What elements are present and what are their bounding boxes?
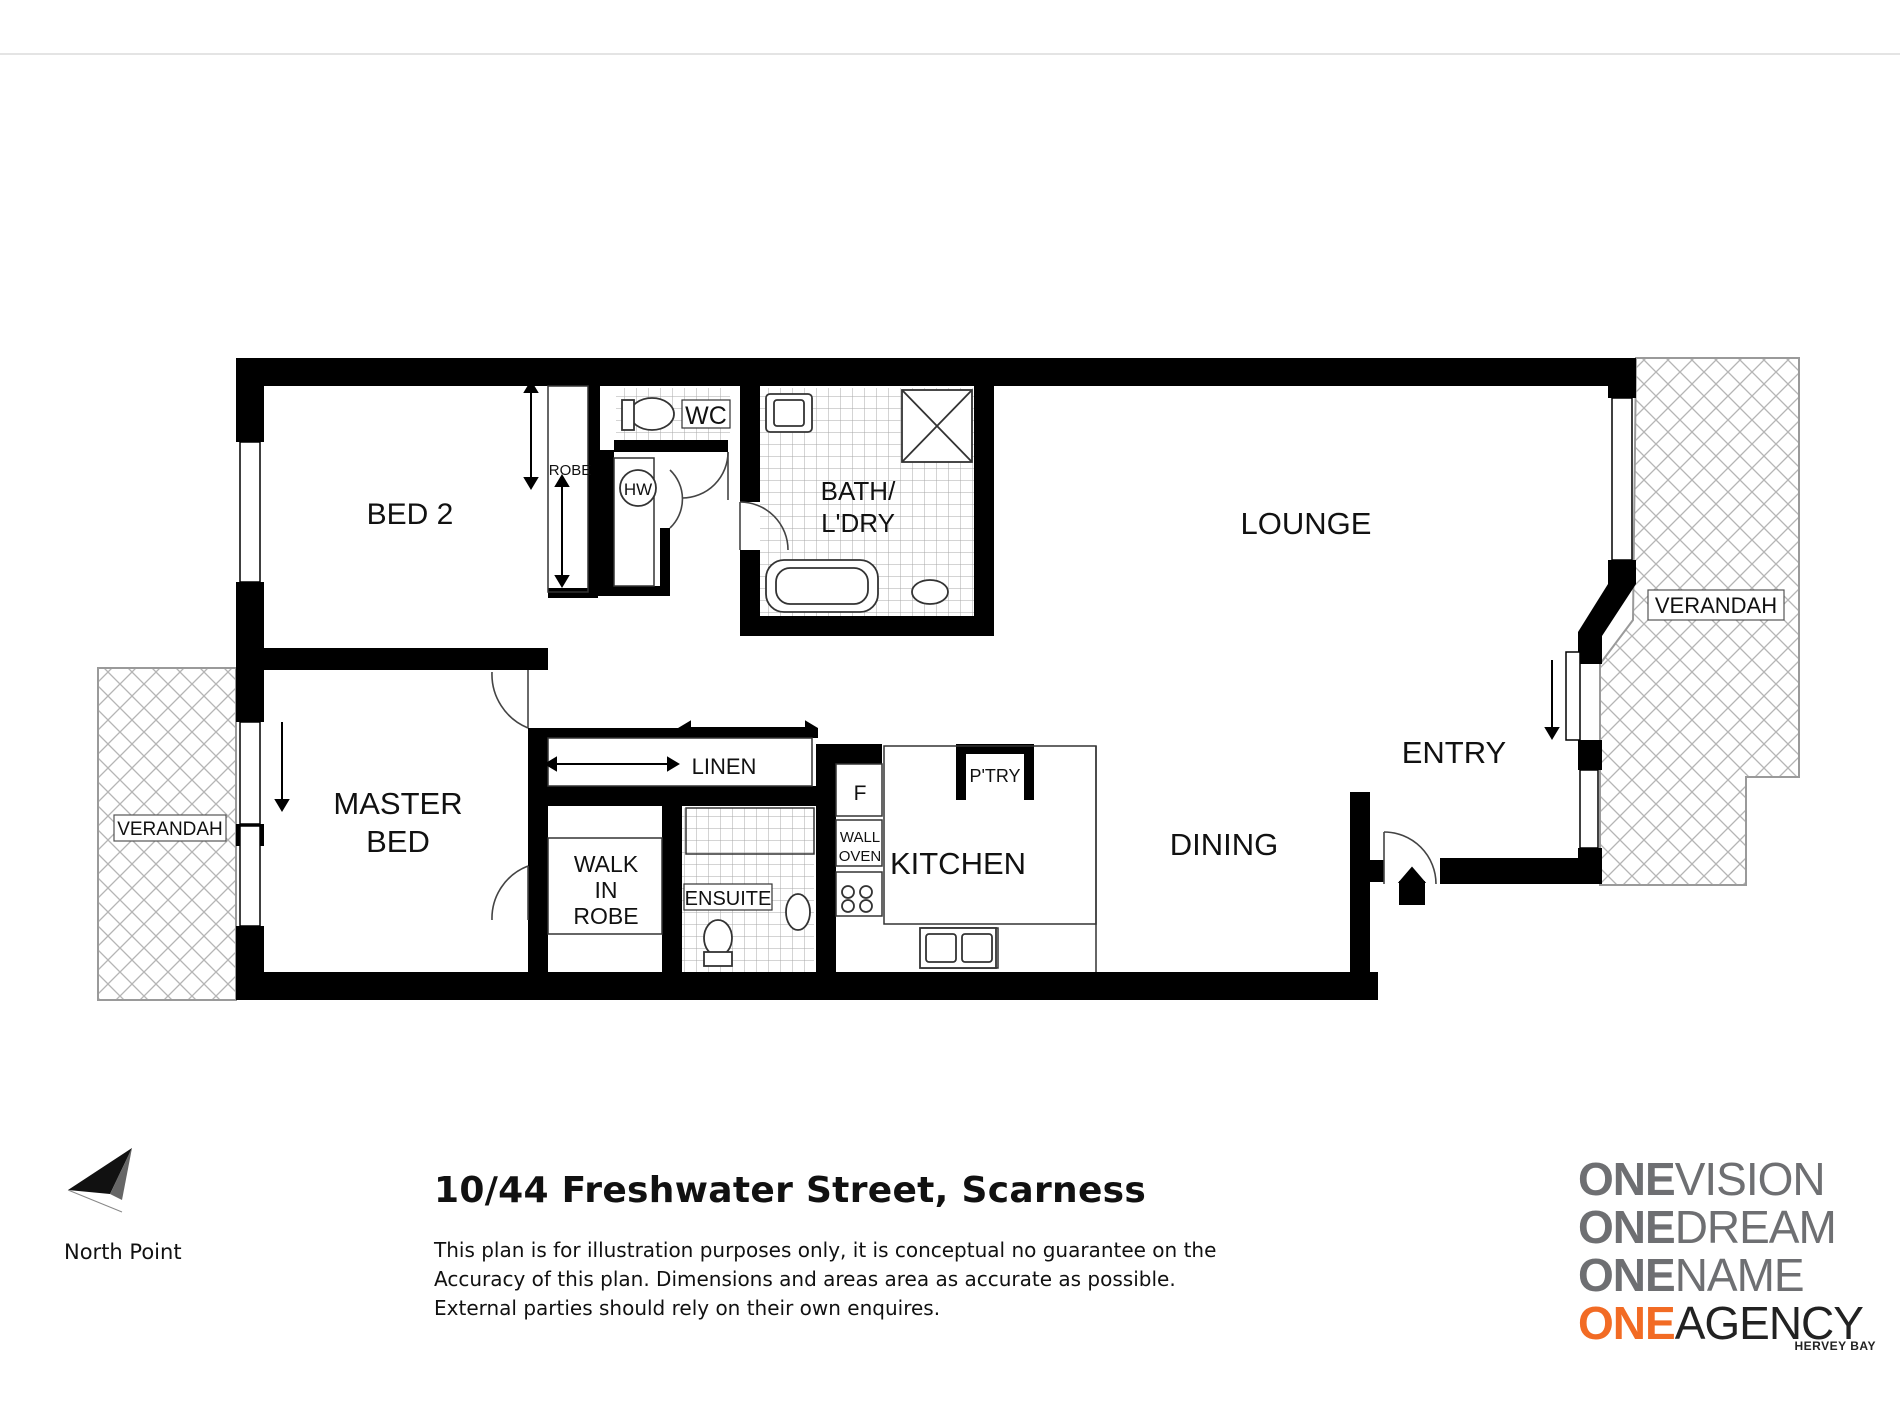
label-wall-oven-line2: OVEN (839, 848, 882, 865)
logo-word: AGENCY (1674, 1297, 1864, 1349)
logo-one: ONE (1578, 1249, 1676, 1301)
sanitary-fixtures (619, 389, 997, 969)
windows (239, 397, 1633, 927)
north-arrow-icon (67, 1148, 132, 1213)
exterior-walls (236, 358, 1636, 1000)
room-label-bed2: BED 2 (367, 498, 454, 531)
property-address-title: 10/44 Freshwater Street, Scarness (434, 1170, 1147, 1211)
room-label-master-line1: MASTER (333, 786, 462, 821)
room-label-pantry: P'TRY (969, 766, 1020, 786)
door-swings (491, 451, 1437, 921)
room-label-kitchen: KITCHEN (890, 846, 1026, 881)
logo-one: ONE (1578, 1153, 1676, 1205)
label-fridge: F (854, 782, 867, 805)
logo-one: ONE (1578, 1297, 1676, 1349)
label-hot-water: HW (624, 480, 652, 499)
room-label-walk-line2: IN (595, 877, 618, 903)
interior-walls (264, 386, 1034, 972)
room-label-bath-line2: L'DRY (821, 508, 895, 538)
disclaimer-line: External parties should rely on their ow… (434, 1296, 941, 1320)
logo-subtitle: HERVEY BAY (1794, 1339, 1876, 1353)
wc-label-box (681, 399, 731, 429)
logo-line: ONEDREAM (1578, 1203, 1878, 1251)
label-wall-oven-line1: WALL (840, 829, 880, 846)
disclaimer-text: This plan is for illustration purposes o… (434, 1236, 1274, 1323)
room-label-bath-line1: BATH/ (821, 476, 896, 506)
logo-line: ONENAME (1578, 1251, 1878, 1299)
room-label-walk-line3: ROBE (573, 903, 638, 929)
logo-line: ONEVISION (1578, 1155, 1878, 1203)
agency-logo: ONEVISION ONEDREAM ONENAME ONEAGENCY HER… (1578, 1155, 1878, 1353)
room-label-entry: ENTRY (1402, 735, 1507, 770)
room-label-verandah-left: VERANDAH (117, 819, 223, 840)
room-label-lounge: LOUNGE (1241, 506, 1372, 541)
sliding-arrows (274, 380, 1560, 905)
top-divider (0, 53, 1900, 55)
room-label-dining: DINING (1170, 827, 1279, 862)
room-label-verandah-right: VERANDAH (1655, 593, 1777, 618)
room-label-wc: WC (685, 402, 727, 430)
logo-one: ONE (1578, 1201, 1676, 1253)
room-label-master-line2: BED (366, 824, 430, 859)
verandah-right-area (1599, 357, 1800, 886)
room-label-linen: LINEN (692, 754, 757, 779)
logo-word: VISION (1674, 1153, 1826, 1205)
room-label-ensuite: ENSUITE (685, 888, 772, 910)
north-point-label: North Point (64, 1240, 182, 1264)
disclaimer-line: Accuracy of this plan. Dimensions and ar… (434, 1267, 1176, 1291)
verandah-right-label-box (1647, 589, 1785, 621)
logo-word: NAME (1674, 1249, 1805, 1301)
room-label-robe: ROBE (549, 462, 592, 479)
floor-plan: BED 2 ROBE WC HW BATH/ L'DRY LOUNGE VERA… (97, 357, 1800, 1001)
ensuite-label-box (683, 883, 773, 911)
logo-word: DREAM (1674, 1201, 1837, 1253)
logo-line: ONEAGENCY (1578, 1299, 1878, 1347)
fixtures-outline (547, 385, 1097, 972)
disclaimer-line: This plan is for illustration purposes o… (434, 1238, 1217, 1262)
verandah-left-label-box (113, 814, 227, 842)
room-label-walk-line1: WALK (574, 851, 639, 877)
